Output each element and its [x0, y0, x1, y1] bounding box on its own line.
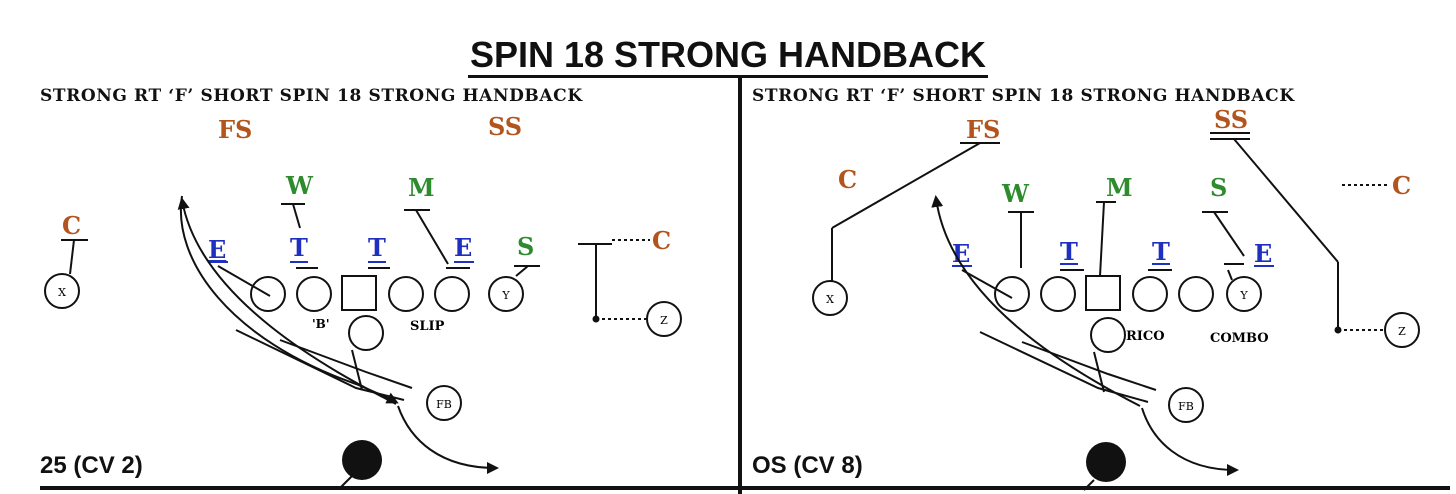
left-fs-label: FS [218, 115, 252, 144]
left-tailback-path [397, 405, 499, 474]
right-tailback-path [1141, 407, 1239, 476]
right-m-label: M [1106, 173, 1133, 202]
left-handback-line-2 [279, 339, 413, 389]
left-x-block [69, 239, 75, 275]
left-m-path [415, 209, 449, 265]
right-fullback [1168, 387, 1204, 423]
right-y-block [1227, 269, 1233, 281]
right-call-rico: RICO [1126, 329, 1165, 344]
left-y-block [515, 265, 529, 277]
right-offensive-guard-right [1132, 276, 1168, 312]
right-coverage-label: OS (CV 8) [752, 452, 863, 479]
left-offensive-guard-right [388, 276, 424, 312]
right-z-label: Z [1398, 325, 1406, 338]
right-z-route [1233, 138, 1339, 263]
left-offensive-tackle-left [250, 276, 286, 312]
right-offensive-guard-left [1040, 276, 1076, 312]
right-tailback [1086, 442, 1126, 482]
right-x-label: X [826, 293, 834, 306]
right-y-label: Y [1239, 289, 1248, 302]
right-play-subtitle: STRONG RT ‘F’ SHORT SPIN 18 STRONG HANDB… [752, 86, 1295, 106]
left-end-left-slant [217, 265, 271, 297]
left-corner-right-label: C [652, 226, 671, 255]
right-x-post-route [831, 142, 981, 229]
right-tackle-right-label: T [1152, 237, 1170, 266]
left-tailback-tail [339, 475, 353, 489]
right-m-path [1099, 201, 1105, 277]
right-offensive-tackle-left [994, 276, 1030, 312]
left-offensive-tackle-right [434, 276, 470, 312]
left-z-label: Z [660, 314, 668, 327]
left-tackle-left-label: T [290, 233, 308, 262]
right-handback-line-1 [979, 331, 1149, 403]
left-fb-label: FB [436, 398, 452, 411]
right-corner-left-label: C [838, 165, 857, 194]
right-tailback-tail [1083, 479, 1095, 491]
left-coverage-label: 25 (CV 2) [40, 452, 143, 479]
right-quarterback [1090, 317, 1126, 353]
right-s-path [1213, 211, 1245, 257]
left-handback-line-1 [235, 329, 405, 401]
left-quarterback [348, 315, 384, 351]
diagram-title: SPIN 18 STRONG HANDBACK [0, 34, 1456, 78]
right-ss-label: SS [1214, 105, 1248, 134]
right-x-receiver [812, 280, 848, 316]
left-tailback [342, 440, 382, 480]
left-ss-label: SS [488, 112, 522, 141]
left-tackle-right-label: T [368, 233, 386, 262]
left-offensive-guard-left [296, 276, 332, 312]
right-z-receiver [1384, 312, 1420, 348]
right-y-tight-end [1226, 276, 1262, 312]
left-x-receiver [44, 273, 80, 309]
left-center [341, 275, 377, 311]
left-end-right-label: E [454, 233, 472, 262]
right-play-panel: FS SS C C W M S E T T E X [812, 105, 1420, 491]
left-play-subtitle: STRONG RT ‘F’ SHORT SPIN 18 STRONG HANDB… [40, 86, 583, 106]
right-fs-label: FS [966, 115, 1000, 144]
right-center [1085, 275, 1121, 311]
left-qb-drop [351, 349, 363, 391]
left-corner-left-label: C [62, 211, 81, 240]
left-call-slip: SLIP [410, 319, 445, 334]
left-call-b: 'B' [312, 317, 330, 331]
left-y-tight-end [488, 276, 524, 312]
left-y-label: Y [501, 289, 510, 302]
right-call-combo: COMBO [1210, 331, 1269, 346]
right-end-left-label: E [952, 239, 970, 268]
left-fullback [426, 385, 462, 421]
right-handback-line-2 [1021, 341, 1157, 391]
right-qb-drop [1093, 351, 1105, 393]
right-tackle-left-label: T [1060, 237, 1078, 266]
right-w-label: W [1001, 179, 1030, 208]
left-w-path [292, 203, 301, 229]
right-fb-label: FB [1178, 400, 1194, 413]
right-s-label: S [1210, 173, 1227, 202]
left-s-label: S [517, 232, 534, 261]
left-x-label: X [58, 286, 66, 299]
left-m-label: M [408, 173, 435, 202]
right-offensive-tackle-right [1178, 276, 1214, 312]
left-spin-arc [177, 197, 397, 405]
left-play-panel: FS SS C C W M S E T T E X [44, 112, 682, 489]
right-spin-arc [931, 195, 1141, 407]
right-corner-right-label: C [1392, 171, 1411, 200]
right-end-left-slant [961, 269, 1013, 299]
right-end-right-label: E [1254, 239, 1272, 268]
left-end-left-label: E [208, 235, 226, 264]
left-w-label: W [285, 171, 314, 200]
